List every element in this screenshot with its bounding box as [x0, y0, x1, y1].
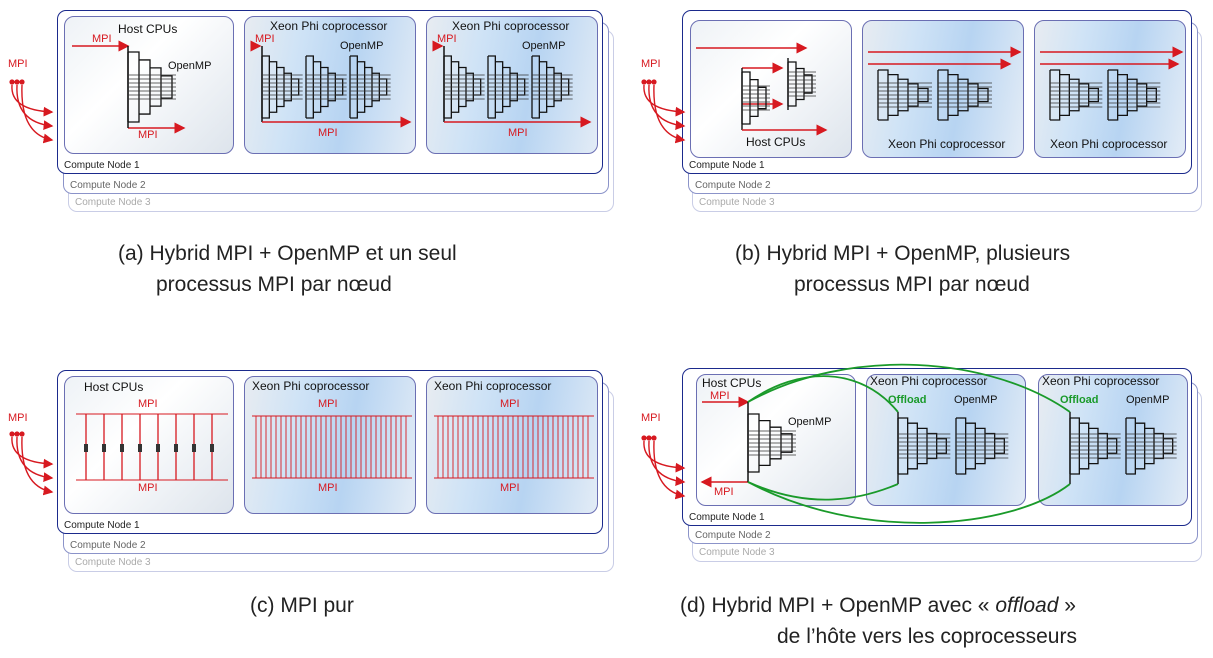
- caption-d-line1: (d) Hybrid MPI + OpenMP avec « offload »: [680, 594, 1076, 617]
- phi-title: Xeon Phi coprocessor: [452, 19, 570, 33]
- caption-d-line2: de l’hôte vers les coprocesseurs: [777, 625, 1077, 648]
- mpi-label: MPI: [318, 398, 338, 410]
- process-marker: [102, 444, 106, 452]
- panel-a-diagram: [9, 40, 592, 144]
- panel-c: Compute Node 3 Compute Node 2 Compute No…: [0, 360, 620, 590]
- caption-b-line2: processus MPI par nœud: [794, 273, 1030, 296]
- host-cpus-box: [696, 374, 856, 506]
- openmp-label: OpenMP: [788, 416, 832, 428]
- caption-a-line2: processus MPI par nœud: [156, 273, 392, 296]
- panel-d: Compute Node 3 Compute Node 2 Compute No…: [630, 360, 1213, 590]
- phi-title: Xeon Phi coprocessor: [270, 19, 388, 33]
- mpi-dot: [19, 79, 25, 85]
- panel-d-diagram: [641, 363, 1177, 524]
- caption-d: (d) Hybrid MPI + OpenMP avec « offload »…: [680, 590, 1077, 652]
- mpi-label: MPI: [714, 486, 734, 498]
- phi-title: Xeon Phi coprocessor: [870, 374, 988, 388]
- xeon-phi-box-1: [244, 376, 416, 514]
- mpi-curve: [643, 440, 686, 473]
- host-cpus-box: [64, 376, 234, 514]
- caption-b-line1: (b) Hybrid MPI + OpenMP, plusieurs: [735, 242, 1071, 265]
- caption-c-line1: (c) MPI pur: [250, 594, 354, 617]
- mpi-curve: [643, 84, 686, 117]
- offload-label: Offload: [1060, 394, 1099, 406]
- mpi-label: MPI: [710, 390, 730, 402]
- openmp-label: OpenMP: [522, 40, 566, 52]
- process-marker: [156, 444, 160, 452]
- mpi-dot: [19, 431, 25, 437]
- process-marker: [174, 444, 178, 452]
- caption-a: (a) Hybrid MPI + OpenMP et un seul proce…: [118, 238, 457, 300]
- phi-title: Xeon Phi coprocessor: [252, 379, 370, 393]
- xeon-phi-box-1: [244, 16, 416, 154]
- host-title: Host CPUs: [702, 376, 762, 390]
- caption-a-line1: (a) Hybrid MPI + OpenMP et un seul: [118, 242, 457, 265]
- mpi-label: MPI: [318, 482, 338, 494]
- mpi-label: MPI: [500, 482, 520, 494]
- mpi-label: MPI: [138, 482, 158, 494]
- mpi-dot: [14, 431, 20, 437]
- panel-a: Compute Node 3 Compute Node 2 Compute No…: [0, 0, 620, 220]
- host-title: Host CPUs: [118, 22, 178, 36]
- mpi-label: MPI: [138, 398, 158, 410]
- mpi-input-label: MPI: [641, 58, 661, 70]
- mpi-label: MPI: [508, 127, 528, 139]
- xeon-phi-box-1: [862, 20, 1024, 158]
- host-cpus-box: [64, 16, 234, 154]
- offload-curve: [747, 363, 1071, 413]
- mpi-label: MPI: [138, 129, 158, 141]
- mpi-label: MPI: [318, 127, 338, 139]
- panel-b: Compute Node 3 Compute Node 2 Compute No…: [630, 0, 1213, 220]
- mpi-dot: [9, 79, 15, 85]
- phi-title: Xeon Phi coprocessor: [1050, 137, 1168, 151]
- mpi-label: MPI: [500, 398, 520, 410]
- mpi-input-label: MPI: [8, 412, 28, 424]
- mpi-curve: [21, 84, 54, 144]
- mpi-dot: [646, 435, 652, 441]
- mpi-dot: [641, 79, 647, 85]
- xeon-phi-box-2: [426, 16, 598, 154]
- mpi-curve: [11, 436, 54, 469]
- mpi-input-label: MPI: [641, 412, 661, 424]
- process-marker: [210, 444, 214, 452]
- process-marker: [120, 444, 124, 452]
- mpi-dot: [641, 435, 647, 441]
- panel-c-diagram: [9, 413, 594, 496]
- process-marker: [84, 444, 88, 452]
- host-title: Host CPUs: [746, 135, 806, 149]
- offload-curve: [747, 375, 899, 413]
- host-title: Host CPUs: [84, 380, 144, 394]
- openmp-label: OpenMP: [168, 60, 212, 72]
- phi-title: Xeon Phi coprocessor: [888, 137, 1006, 151]
- offload-label: Offload: [888, 394, 927, 406]
- mpi-curve: [21, 436, 54, 496]
- mpi-curve: [11, 84, 54, 117]
- mpi-input-label: MPI: [8, 58, 28, 70]
- openmp-label: OpenMP: [1126, 394, 1170, 406]
- mpi-curve: [653, 84, 686, 144]
- mpi-dot: [9, 431, 15, 437]
- mpi-dot: [646, 79, 652, 85]
- process-marker: [192, 444, 196, 452]
- mpi-dot: [14, 79, 20, 85]
- mpi-dot: [651, 79, 657, 85]
- openmp-label: OpenMP: [340, 40, 384, 52]
- caption-b: (b) Hybrid MPI + OpenMP, plusieurs proce…: [735, 238, 1070, 300]
- offload-curve: [747, 481, 1071, 524]
- mpi-curve: [653, 440, 686, 500]
- process-marker: [138, 444, 142, 452]
- phi-title: Xeon Phi coprocessor: [434, 379, 552, 393]
- mpi-dot: [651, 435, 657, 441]
- xeon-phi-box-2: [426, 376, 598, 514]
- phi-title: Xeon Phi coprocessor: [1042, 374, 1160, 388]
- panel-b-diagram: [641, 42, 1184, 144]
- mpi-label: MPI: [92, 33, 112, 45]
- openmp-label: OpenMP: [954, 394, 998, 406]
- caption-c: (c) MPI pur: [250, 590, 354, 621]
- offload-curve: [747, 481, 899, 501]
